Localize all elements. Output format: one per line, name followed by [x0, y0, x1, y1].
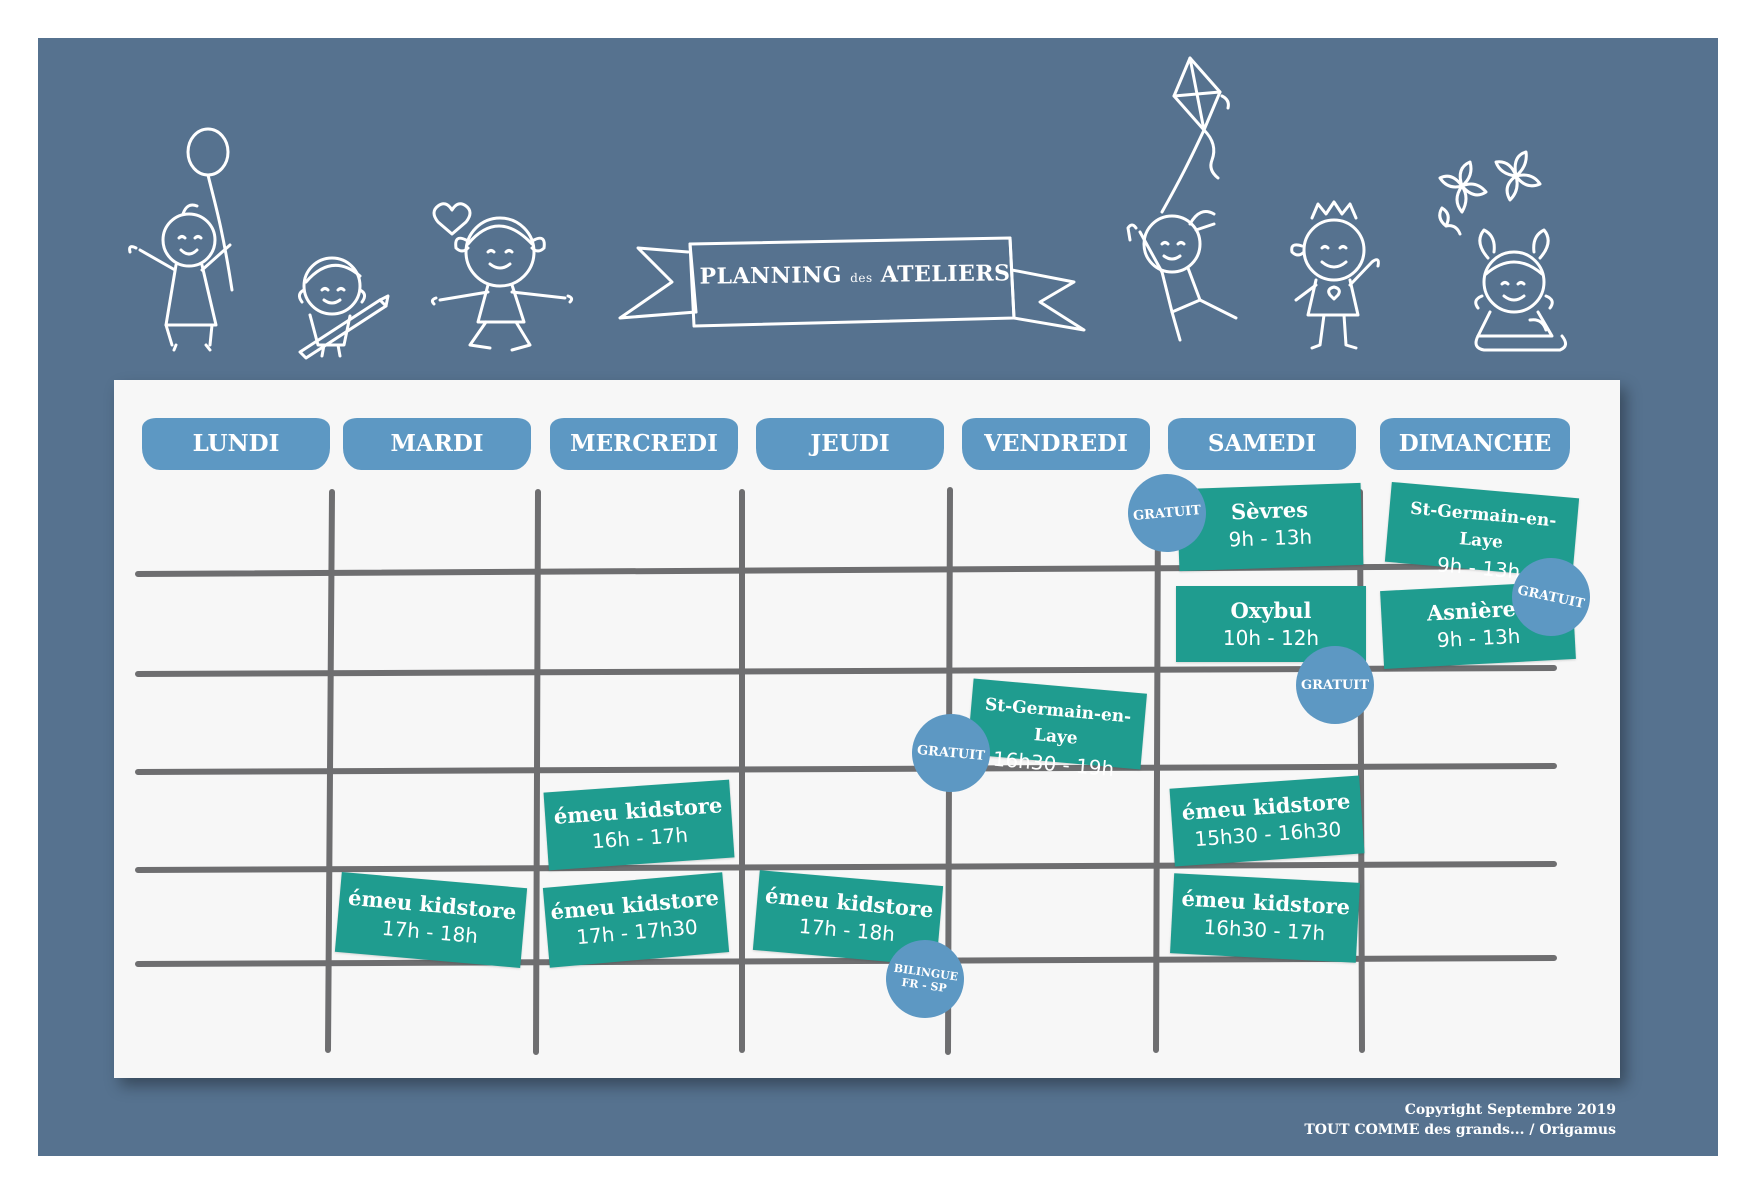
day-header-lundi: LUNDI [142, 418, 330, 470]
banner-ribbon-icon [618, 236, 1086, 332]
grid-line [1357, 489, 1365, 1053]
day-header-samedi: SAMEDI [1168, 418, 1356, 470]
title-ateliers: ATELIERS [880, 260, 1011, 288]
session-card-mardi-emeu[interactable]: émeu kidstore 17h - 18h [334, 872, 528, 968]
page-title: PLANNING des ATELIERS [690, 260, 1020, 289]
grid-line [135, 563, 1557, 577]
sitting-child-icon [1474, 228, 1567, 352]
grid-line [1153, 489, 1161, 1053]
copyright-line2: TOUT COMME des grands... / Origamus [1304, 1122, 1616, 1138]
copyright-notice: Copyright Septembre 2019 TOUT COMME des … [1304, 1100, 1616, 1140]
princess-child-icon [1290, 200, 1380, 350]
heart-icon [432, 202, 472, 236]
jumping-child-icon [430, 216, 574, 352]
session-card-samedi-emeu-15h30[interactable]: émeu kidstore 15h30 - 16h30 [1169, 775, 1365, 867]
flower-icon [1438, 150, 1542, 236]
day-header-mercredi: MERCREDI [550, 418, 738, 470]
session-card-mercredi-emeu-17h[interactable]: émeu kidstore 17h - 17h30 [542, 872, 730, 968]
kite-child-icon [1126, 56, 1238, 342]
session-card-samedi-sevres[interactable]: Sèvres 9h - 13h [1176, 482, 1364, 572]
grid-line [135, 763, 1557, 775]
session-card-samedi-emeu-16h30[interactable]: émeu kidstore 16h30 - 17h [1170, 873, 1360, 963]
pencil-child-icon [297, 256, 390, 360]
day-header-mardi: MARDI [343, 418, 531, 470]
header-illustrations [128, 56, 1567, 360]
session-time: 10h - 12h [1222, 626, 1320, 650]
balloon-child-icon [128, 127, 234, 352]
schedule-board [114, 380, 1620, 1078]
title-des: des [850, 270, 873, 286]
title-planning: PLANNING [699, 262, 843, 290]
session-place: Oxybul [1230, 598, 1312, 623]
session-card-mercredi-emeu-16h[interactable]: émeu kidstore 16h - 17h [543, 779, 735, 871]
day-header-jeudi: JEUDI [756, 418, 944, 470]
day-header-vendredi: VENDREDI [962, 418, 1150, 470]
day-header-dimanche: DIMANCHE [1380, 418, 1570, 470]
copyright-line1: Copyright Septembre 2019 [1404, 1102, 1616, 1118]
free-badge: GRATUIT [1296, 646, 1374, 724]
grid-line [135, 861, 1557, 873]
session-card-vendredi-st-germain[interactable]: St-Germain-en-Laye 16h30 - 19h [967, 678, 1147, 781]
session-time: 9h - 13h [1228, 524, 1313, 552]
